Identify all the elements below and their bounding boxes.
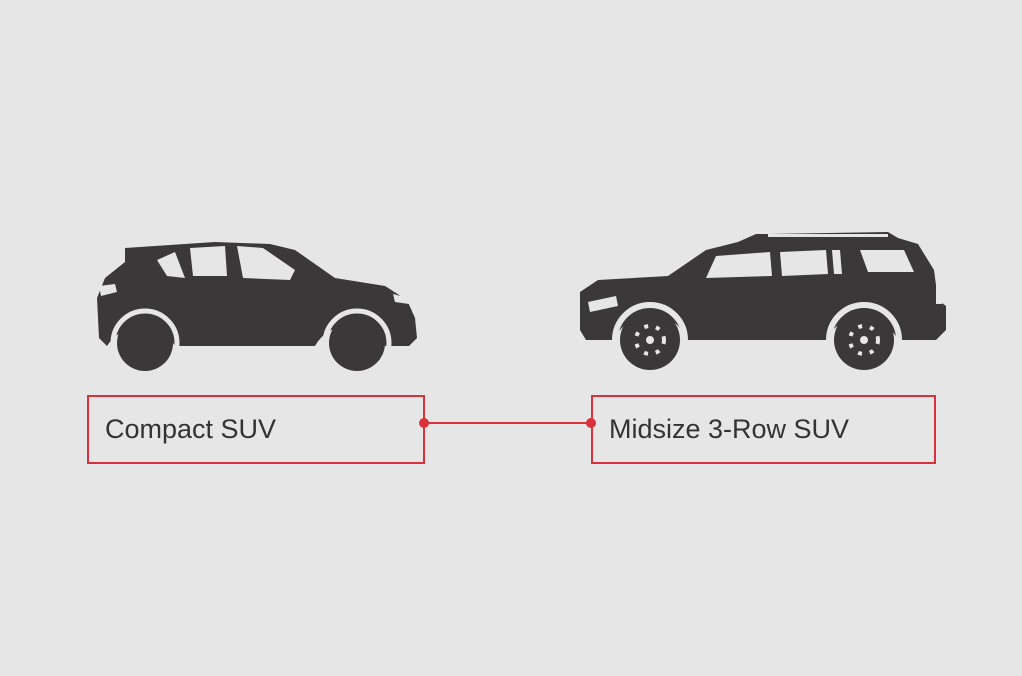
connector-dot-left (419, 418, 429, 428)
compact-suv-silhouette-icon (97, 242, 417, 373)
midsize-suv-silhouette-icon (580, 232, 946, 372)
midsize-suv-label: Midsize 3-Row SUV (609, 414, 850, 444)
midsize-suv-label-box: Midsize 3-Row SUV (591, 395, 936, 464)
compact-suv-label-box: Compact SUV (87, 395, 425, 464)
connector-line (425, 422, 591, 424)
compact-suv-label: Compact SUV (105, 414, 277, 444)
